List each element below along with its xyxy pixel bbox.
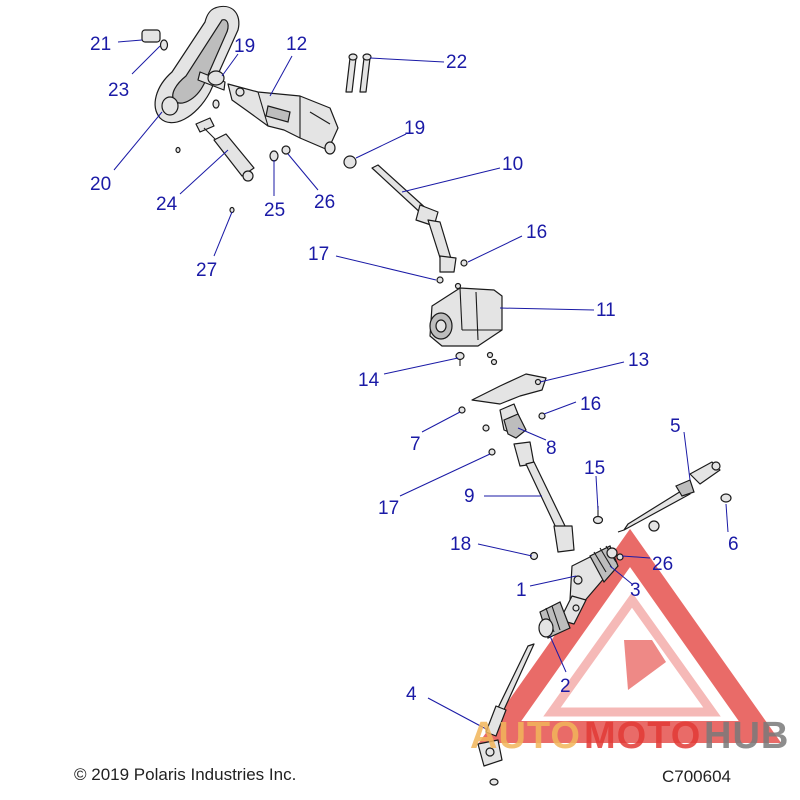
bushing [343,155,357,169]
callout-21: 21 [90,34,111,55]
copyright-text: © 2019 Polaris Industries Inc. [74,765,296,784]
callout-19-upper: 19 [234,36,255,57]
nut-6 [720,493,732,503]
boot-cover [503,413,527,439]
callout-20: 20 [90,174,111,195]
callout-26-lower: 26 [652,554,673,575]
tie-rod-left [477,643,535,786]
bolts-pair [345,53,372,93]
callout-15: 15 [584,458,605,479]
callout-27: 27 [196,260,217,281]
callout-12: 12 [286,34,307,55]
watermark-hub: HUB [704,715,789,757]
watermark-moto: MOTO [584,715,701,757]
callout-18: 18 [450,534,471,555]
watermark-auto: AUTO [470,715,581,757]
callout-4: 4 [406,684,417,705]
leader-lines [113,39,729,731]
steering-rack [538,545,624,639]
callout-5: 5 [670,416,681,437]
callout-23: 23 [108,80,129,101]
small-fasteners-top [229,145,291,214]
callout-1: 1 [516,580,527,601]
eps-unit [429,282,503,366]
column-bracket [175,83,339,155]
upper-intermediate-shaft [371,164,468,284]
callout-3: 3 [630,580,641,601]
callout-16-upper: 16 [526,222,547,243]
wheel-cap [141,29,169,51]
callout-24: 24 [156,194,178,215]
bolt-14 [455,351,465,366]
callout-6: 6 [728,534,739,555]
callout-25: 25 [264,200,285,221]
callout-9: 9 [464,486,475,507]
figure-id: C700604 [662,767,731,786]
callout-2: 2 [560,676,571,697]
callout-17-lower: 17 [378,498,399,519]
steering-wheel [154,5,240,124]
watermark-text: AUTO MOTO HUB [470,715,789,757]
lower-intermediate-shaft [513,441,575,553]
callout-11: 11 [596,300,616,321]
callout-19-right: 19 [404,118,425,139]
small-bolts-mid [458,406,546,456]
callout-17-upper: 17 [308,244,329,265]
callout-7: 7 [410,434,421,455]
watermark-logo [478,528,782,743]
callout-labels: 21 23 19 12 22 20 19 24 25 26 10 27 17 1… [90,34,739,705]
callout-26-upper: 26 [314,192,335,213]
callout-16-lower: 16 [580,394,601,415]
callout-22: 22 [446,52,467,73]
callout-8: 8 [546,438,557,459]
callout-10: 10 [502,154,523,175]
callout-14: 14 [358,370,380,391]
gas-strut [195,117,255,182]
tie-rod-right [617,461,721,533]
callout-13: 13 [628,350,649,371]
